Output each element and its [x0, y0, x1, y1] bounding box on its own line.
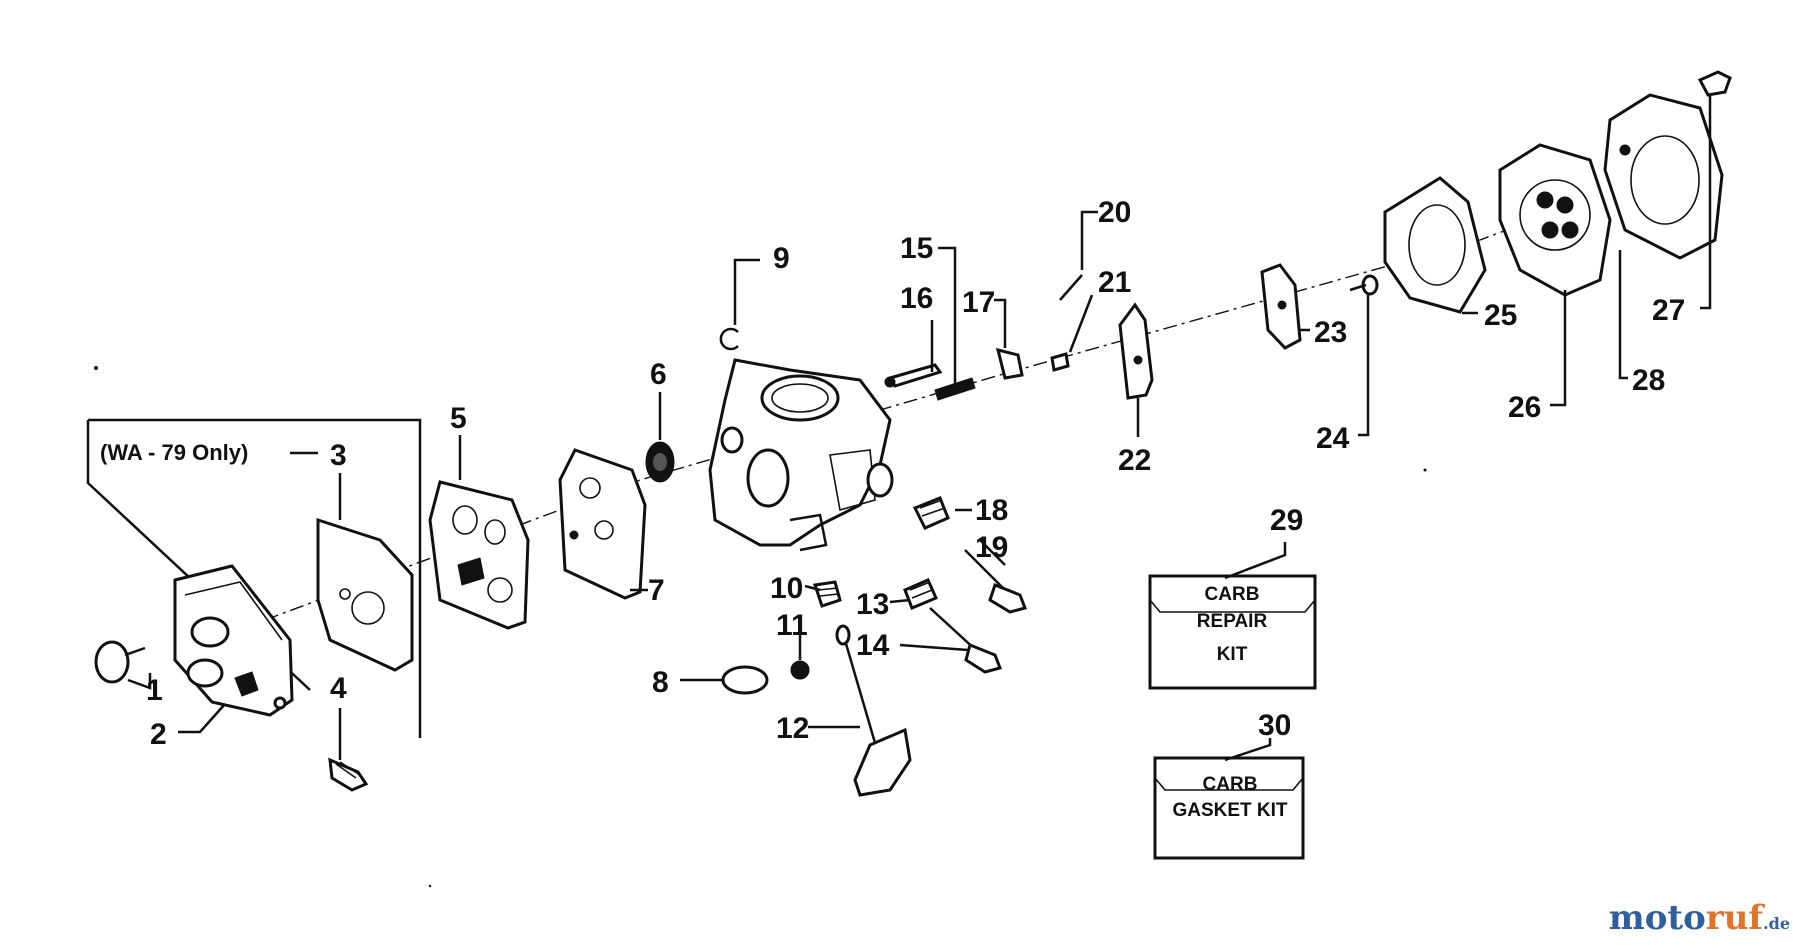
- callout-2: 2: [150, 718, 167, 751]
- callout-3: 3: [330, 439, 347, 472]
- part-7-diaphragm: [558, 448, 647, 600]
- callout-9: 9: [773, 242, 790, 275]
- part-21-screw: [1050, 352, 1070, 372]
- part-8-disc: [721, 665, 769, 695]
- callout-14: 14: [856, 629, 890, 662]
- part-10-spring: [813, 580, 842, 608]
- part-18-spring: [912, 496, 950, 530]
- carburetor-body: [708, 358, 894, 552]
- callout-25: 25: [1484, 299, 1517, 332]
- callout-4: 4: [330, 672, 347, 705]
- wa79-note: (WA - 79 Only): [100, 440, 248, 465]
- callout-17: 17: [962, 286, 995, 319]
- callout-5: 5: [450, 402, 467, 435]
- speck: [94, 366, 98, 370]
- callout-7: 7: [648, 574, 665, 607]
- callout-11: 11: [776, 609, 808, 642]
- carb-repair-kit-envelope: CARB REPAIR KIT: [1148, 574, 1317, 690]
- callout-26: 26: [1508, 391, 1541, 424]
- part-27-screw: [1697, 70, 1732, 97]
- part-4-screw: [328, 757, 369, 792]
- callout-21: 21: [1098, 266, 1131, 299]
- callout-24: 24: [1316, 422, 1350, 455]
- callout-29: 29: [1270, 504, 1303, 537]
- callout-10: 10: [770, 572, 803, 605]
- part-9-clip: [719, 327, 739, 351]
- callout-19: 19: [975, 531, 1008, 564]
- part-25-gasket: [1383, 176, 1487, 314]
- part-22-plate: [1118, 302, 1154, 400]
- callout-18: 18: [975, 494, 1008, 527]
- watermark-suffix: .de: [1763, 914, 1790, 933]
- callout-leaders: [127, 95, 1712, 762]
- callout-12: 12: [776, 712, 809, 745]
- part-2-inlet-cover: [173, 564, 294, 717]
- part-3-gasket: [316, 517, 414, 672]
- callout-27: 27: [1652, 294, 1685, 327]
- repair-kit-line3: KIT: [1217, 644, 1248, 665]
- part-13-spring: [903, 578, 938, 610]
- callout-6: 6: [650, 358, 667, 391]
- site-watermark: motoruf.de: [1609, 898, 1790, 938]
- callout-22: 22: [1118, 444, 1151, 477]
- callout-8: 8: [652, 666, 669, 699]
- watermark-part1: moto: [1608, 898, 1706, 938]
- part-19-screw: [964, 549, 1027, 614]
- part-17-lever: [995, 347, 1024, 380]
- repair-kit-line1: CARB: [1205, 584, 1260, 605]
- callout-20: 20: [1098, 196, 1131, 229]
- callout-13: 13: [856, 588, 889, 621]
- part-20-pin: [1059, 274, 1083, 301]
- part-11-ball: [790, 660, 810, 680]
- callout-28: 28: [1632, 364, 1665, 397]
- part-24-screw: [1349, 274, 1379, 296]
- part-16-pin: [884, 363, 943, 388]
- part-5-metering-plate: [428, 480, 530, 630]
- repair-kit-line2: REPAIR: [1197, 611, 1268, 632]
- part-23-choke-plate: [1260, 263, 1302, 350]
- callout-15: 15: [900, 232, 933, 265]
- part-14-screw: [929, 607, 1002, 674]
- watermark-part2: ruf: [1705, 898, 1764, 938]
- callout-1: 1: [146, 674, 163, 707]
- carb-gasket-kit-envelope: CARB GASKET KIT: [1153, 756, 1305, 860]
- part-12-throttle-lever: [835, 624, 912, 797]
- part-26-pump-body: [1498, 143, 1612, 297]
- part-6-screen: [645, 441, 675, 483]
- part-28-pump-cover: [1603, 93, 1724, 260]
- callout-30: 30: [1258, 709, 1291, 742]
- callout-23: 23: [1314, 316, 1347, 349]
- speck: [1423, 468, 1427, 472]
- speck: [428, 884, 432, 888]
- callout-16: 16: [900, 282, 933, 315]
- gasket-kit-line1: CARB: [1203, 774, 1258, 795]
- gasket-kit-line2: GASKET KIT: [1172, 800, 1287, 821]
- part-1-screw: [94, 640, 146, 684]
